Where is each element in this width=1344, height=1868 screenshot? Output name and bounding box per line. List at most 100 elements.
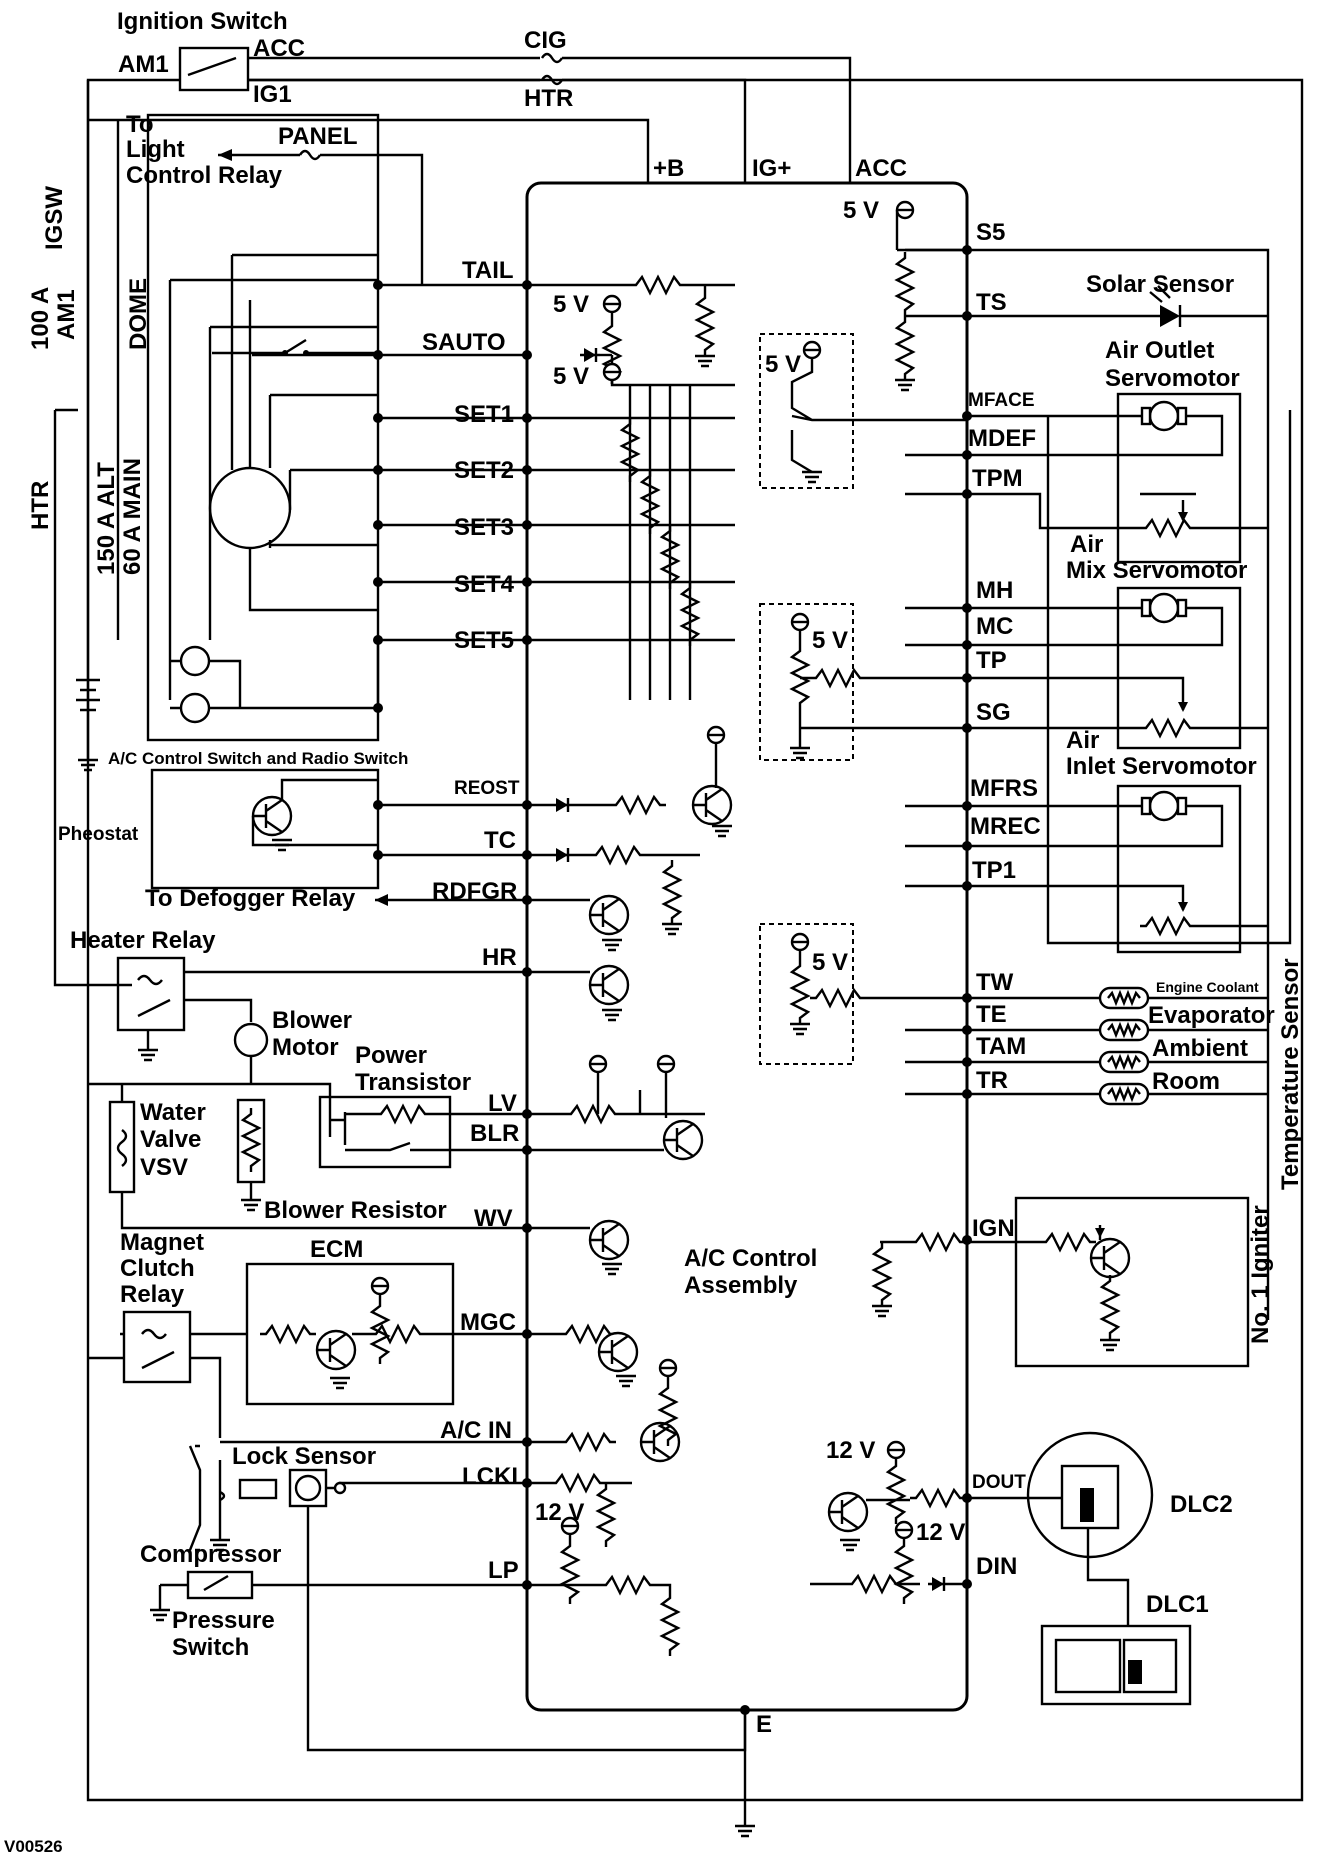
igniter-box [1014, 1196, 1250, 1368]
temp-ambient: Ambient [1152, 1035, 1248, 1062]
switch-dial [208, 466, 292, 550]
air-mix-label: Air Mix Servomotor [1066, 531, 1247, 584]
pin-tam: TAM [976, 1033, 1026, 1060]
pin-set4: SET4 [454, 571, 515, 598]
pin-tp: TP [976, 647, 1007, 674]
temp-room: Room [1152, 1068, 1220, 1095]
ignition-switch-label: Ignition Switch [117, 8, 288, 35]
lock-sensor-label: Lock Sensor [232, 1443, 376, 1470]
htr-fuse-left-label: HTR [27, 481, 54, 530]
pin-sauto: SAUTO [422, 329, 506, 356]
pin-ac-in: A/C IN [440, 1417, 512, 1444]
pin-tr: TR [976, 1067, 1008, 1094]
pin-ts: TS [976, 289, 1007, 316]
pin-set3: SET3 [454, 514, 514, 541]
am1-100a-label: 100 A AM1 [27, 281, 80, 350]
pin-din: DIN [976, 1553, 1017, 1580]
defogger-label: To Defogger Relay [145, 885, 356, 912]
vsrc-5v-f: 5 V [812, 949, 848, 976]
ignition-switch [178, 46, 250, 92]
outer-frame [86, 78, 1304, 1802]
am1-label: AM1 [118, 51, 169, 78]
ecu-label: A/C Control Assembly [684, 1245, 824, 1299]
vsrc-5v-c: 5 V [843, 197, 879, 224]
vsrc-5v-e: 5 V [812, 627, 848, 654]
magnet-clutch-label: Magnet Clutch Relay [120, 1229, 211, 1308]
vsrc-12v-a: 12 V [535, 1499, 584, 1526]
pin-ign: IGN [972, 1215, 1015, 1242]
blower-resistor-label: Blower Resistor [264, 1197, 447, 1224]
switch-assembly-box [146, 113, 380, 742]
power-transistor-box [318, 1095, 452, 1169]
vsrc-5v-a: 5 V [553, 291, 589, 318]
pin-lcki: LCKI [462, 1463, 518, 1490]
blower-motor-label: Blower Motor [272, 1007, 359, 1061]
cig-fuse-label: CIG [524, 27, 567, 54]
water-valve-label: Water Valve VSV [140, 1099, 212, 1181]
pin-mgc: MGC [460, 1309, 516, 1336]
internal-block-2 [759, 603, 854, 761]
rheostat-label: Pheostat [58, 824, 139, 845]
power-transistor-label: Power Transistor [355, 1042, 471, 1096]
pin-ig-plus: IG+ [752, 155, 791, 182]
pin-lp: LP [488, 1557, 519, 1584]
pin-tpm: TPM [972, 465, 1023, 492]
pin-mrec: MREC [970, 813, 1041, 840]
pin-set1: SET1 [454, 401, 514, 428]
pressure-switch-label: Pressure Switch [172, 1607, 281, 1661]
pin-mface: MFACE [968, 390, 1035, 411]
htr-fuse-label: HTR [524, 85, 573, 112]
pin-s5: S5 [976, 219, 1005, 246]
to-light-label: To Light Control Relay [126, 111, 283, 189]
compressor-label: Compressor [140, 1541, 281, 1568]
solar-sensor-label: Solar Sensor [1086, 271, 1234, 298]
pin-dout: DOUT [972, 1472, 1026, 1493]
dlc2-label: DLC2 [1170, 1491, 1233, 1518]
heater-relay-label: Heater Relay [70, 927, 216, 954]
left-pins: TAIL SAUTO SET1 SET2 SET3 SET4 SET5 REOS… [422, 257, 520, 1584]
vsrc-12v-b: 12 V [826, 1437, 875, 1464]
air-mix-servo-box [1116, 586, 1242, 750]
pin-mc: MC [976, 613, 1013, 640]
air-inlet-servo-box [1116, 784, 1242, 954]
panel-fuse-label: PANEL [278, 123, 358, 150]
pin-mfrs: MFRS [970, 775, 1038, 802]
pin-lv: LV [488, 1090, 517, 1117]
pin-tail: TAIL [462, 257, 514, 284]
igsw-label: IGSW [41, 186, 68, 250]
pin-reost: REOST [454, 778, 520, 799]
pin-tp1: TP1 [972, 857, 1016, 884]
pin-mh: MH [976, 577, 1013, 604]
pin-acc-top: ACC [855, 155, 907, 182]
diagram-ref: V00526 [4, 1837, 63, 1856]
pin-e: E [756, 1711, 772, 1738]
internal-block-1 [759, 333, 854, 489]
vsrc-12v-c: 12 V [916, 1519, 965, 1546]
pin-te: TE [976, 1001, 1007, 1028]
right-pins: S5 TS MFACE MDEF TPM MH MC TP SG MFRS MR… [968, 219, 1041, 1580]
vsrc-5v-d: 5 V [765, 351, 801, 378]
igniter-label: No. 1 Igniter [1247, 1205, 1274, 1344]
ecm-label: ECM [310, 1236, 363, 1263]
pin-blr: BLR [470, 1120, 519, 1147]
pin-plus-b: +B [653, 155, 684, 182]
magnet-clutch-relay-box [122, 1310, 192, 1384]
vsrc-5v-b: 5 V [553, 363, 589, 390]
rheostat-box [150, 768, 380, 890]
air-inlet-label: Air Inlet Servomotor [1066, 727, 1257, 780]
temp-evaporator: Evaporator [1148, 1002, 1275, 1029]
blower-motor [233, 1022, 269, 1058]
water-valve [108, 1100, 136, 1194]
temp-sensor-label: Temperature Sensor [1277, 958, 1304, 1190]
alt-main-label: 150 A ALT 60 A MAIN [93, 455, 146, 575]
pin-sg: SG [976, 699, 1011, 726]
air-outlet-servo-box [1116, 392, 1242, 564]
air-outlet-label: Air Outlet Servomotor [1105, 337, 1240, 392]
dlc1-label: DLC1 [1146, 1591, 1209, 1618]
pin-hr: HR [482, 944, 517, 971]
pressure-switch [186, 1570, 254, 1600]
heater-relay-box [116, 956, 186, 1032]
pin-mdef: MDEF [968, 425, 1036, 452]
switch-assembly-label: A/C Control Switch and Radio Switch [108, 749, 408, 768]
